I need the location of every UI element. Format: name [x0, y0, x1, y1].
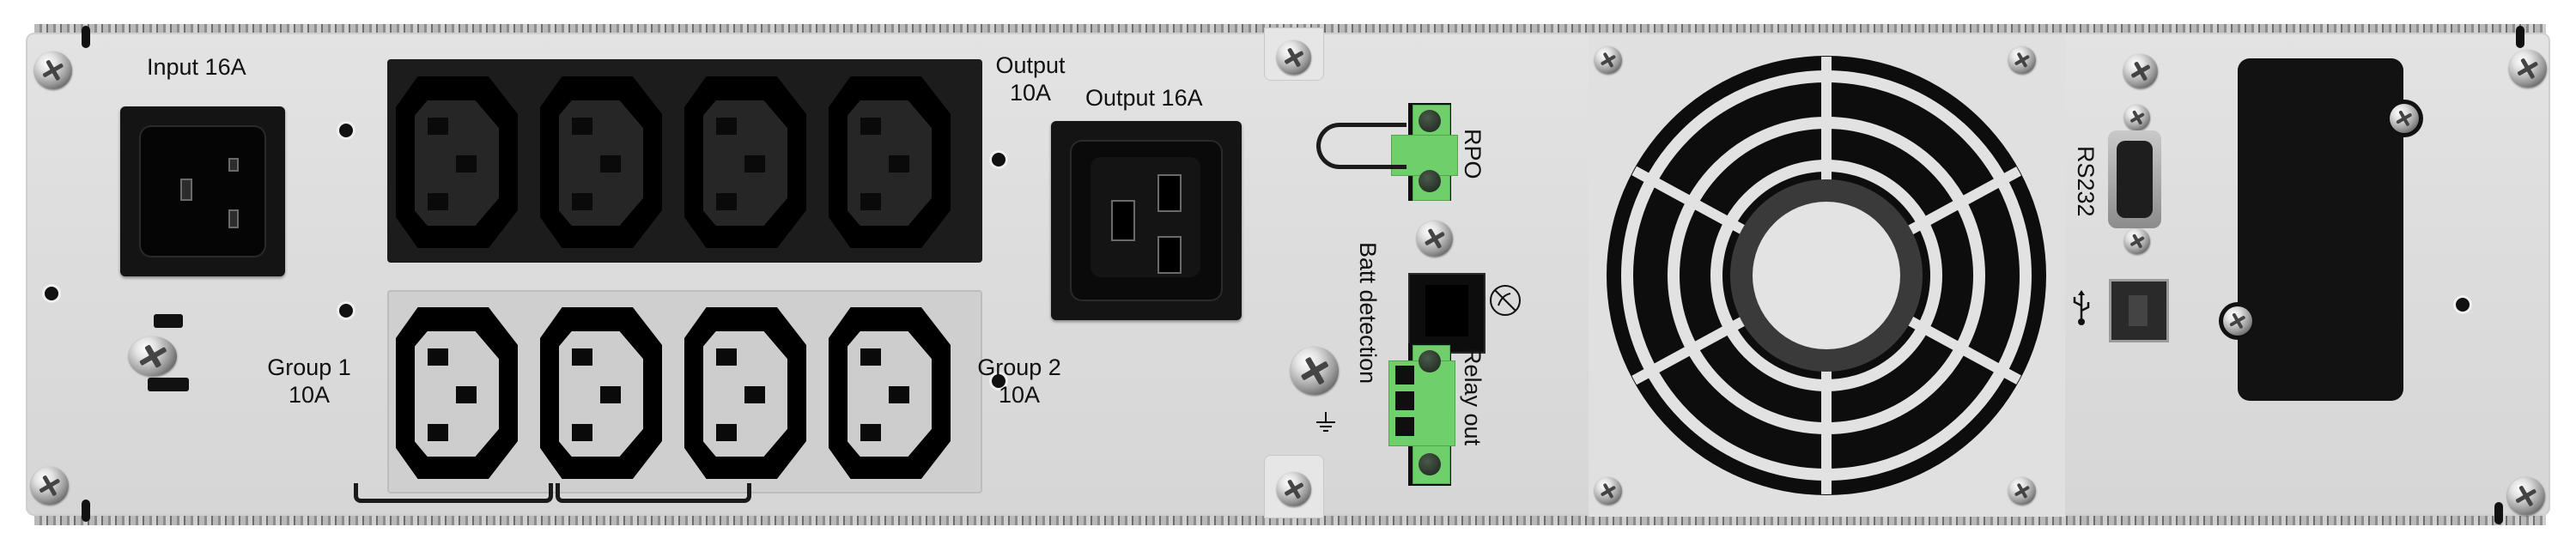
socket-pin [1111, 200, 1135, 241]
group1-label-line1: Group 1 [267, 354, 351, 380]
ground-clip [154, 314, 183, 328]
socket-pin [228, 209, 239, 228]
socket-face [1091, 157, 1200, 277]
db9-standoff [2124, 228, 2150, 254]
plug-slot [1395, 366, 1414, 384]
terminal-screw-icon [1419, 453, 1441, 475]
output-socket-c13-1[interactable] [396, 76, 518, 248]
input-label: Input 16A [147, 54, 246, 80]
fan-screw-icon [1595, 46, 1622, 74]
panel-notch [2516, 26, 2524, 48]
screw-icon [2390, 104, 2419, 133]
mount-hole [45, 287, 58, 300]
output-socket-c13-3[interactable] [684, 76, 806, 248]
socket-pin [228, 158, 239, 172]
fan-screw-icon [1595, 477, 1622, 505]
panel-notch [82, 26, 90, 48]
group2-socket-c13-2[interactable] [829, 307, 951, 479]
usb-tongue [2129, 295, 2148, 326]
socket-pin [1157, 236, 1182, 274]
ground-screw-icon [129, 336, 177, 376]
group1-socket-c13-2[interactable] [540, 307, 662, 479]
mount-hole [2456, 298, 2470, 312]
screw-icon [34, 51, 72, 89]
no-telephone-icon [1490, 285, 1521, 316]
output-10a-label-line2: 10A [1009, 80, 1052, 106]
output-10a-label: Output 10A [989, 51, 1072, 106]
screw-icon [31, 467, 69, 505]
ground-screw-icon [1291, 347, 1339, 395]
terminal-screw-icon [1419, 350, 1441, 372]
socket-recess [139, 125, 266, 257]
bottom-rail [34, 515, 2546, 525]
terminal-screw-icon [1419, 170, 1441, 192]
ground-clip [148, 378, 189, 391]
batt-detection-label: Batt detection [1355, 242, 1381, 384]
mount-hole [339, 304, 353, 318]
port-recess [1425, 285, 1468, 336]
socket-pin [180, 179, 192, 201]
screw-icon [1417, 221, 1453, 257]
screw-icon [1277, 40, 1311, 75]
group-socket-block [387, 290, 982, 493]
batt-detection-port[interactable] [1408, 273, 1485, 354]
group2-bracket [556, 483, 751, 503]
group1-socket-c13-1[interactable] [396, 307, 518, 479]
db9-pins [2117, 141, 2153, 218]
ground-icon [1316, 412, 1335, 432]
rs232-label: RS232 [2073, 146, 2099, 217]
output-16a-label: Output 16A [1085, 85, 1203, 111]
panel-notch [82, 500, 90, 522]
rs232-port[interactable] [2108, 130, 2161, 228]
group1-label-line2: 10A [288, 382, 331, 408]
rpo-label: RPO [1460, 129, 1485, 179]
screw-icon [2223, 306, 2252, 336]
relay-out-label: Relay out [1460, 348, 1485, 446]
output-socket-c13-4[interactable] [829, 76, 951, 248]
mount-hole [992, 374, 1005, 388]
screw-icon [2509, 50, 2547, 88]
mount-hole [339, 124, 353, 137]
socket-pin [1157, 174, 1182, 212]
group1-label: Group 1 10A [262, 354, 356, 409]
screw-icon [1277, 472, 1311, 506]
group1-bracket [354, 483, 553, 503]
fan-screw-icon [2008, 477, 2036, 505]
mount-hole [992, 153, 1005, 167]
output-socket-c13-2[interactable] [540, 76, 662, 248]
option-slot-cover[interactable] [2238, 58, 2403, 401]
screw-icon [2507, 477, 2545, 515]
panel-notch [2494, 502, 2503, 524]
group2-socket-c13-1[interactable] [684, 307, 806, 479]
screw-icon [2123, 54, 2158, 88]
output-10a-label-line1: Output [995, 52, 1066, 78]
output-socket-c19[interactable] [1051, 121, 1242, 320]
usb-b-port[interactable] [2109, 279, 2169, 342]
plug-slot [1395, 391, 1414, 410]
fan-screw-icon [2008, 46, 2036, 74]
group2-label-line2: 10A [998, 382, 1041, 408]
terminal-screw-icon [1419, 110, 1441, 132]
input-socket-c20[interactable] [120, 106, 285, 276]
fan-grille [1589, 34, 2065, 517]
group2-label-line1: Group 2 [977, 354, 1061, 380]
usb-icon [2073, 290, 2090, 325]
plug-slot [1395, 417, 1414, 436]
output-10a-socket-group [387, 59, 982, 263]
group2-label: Group 2 10A [972, 354, 1066, 409]
db9-standoff [2124, 105, 2150, 130]
rpo-jumper-wire [1316, 123, 1406, 169]
